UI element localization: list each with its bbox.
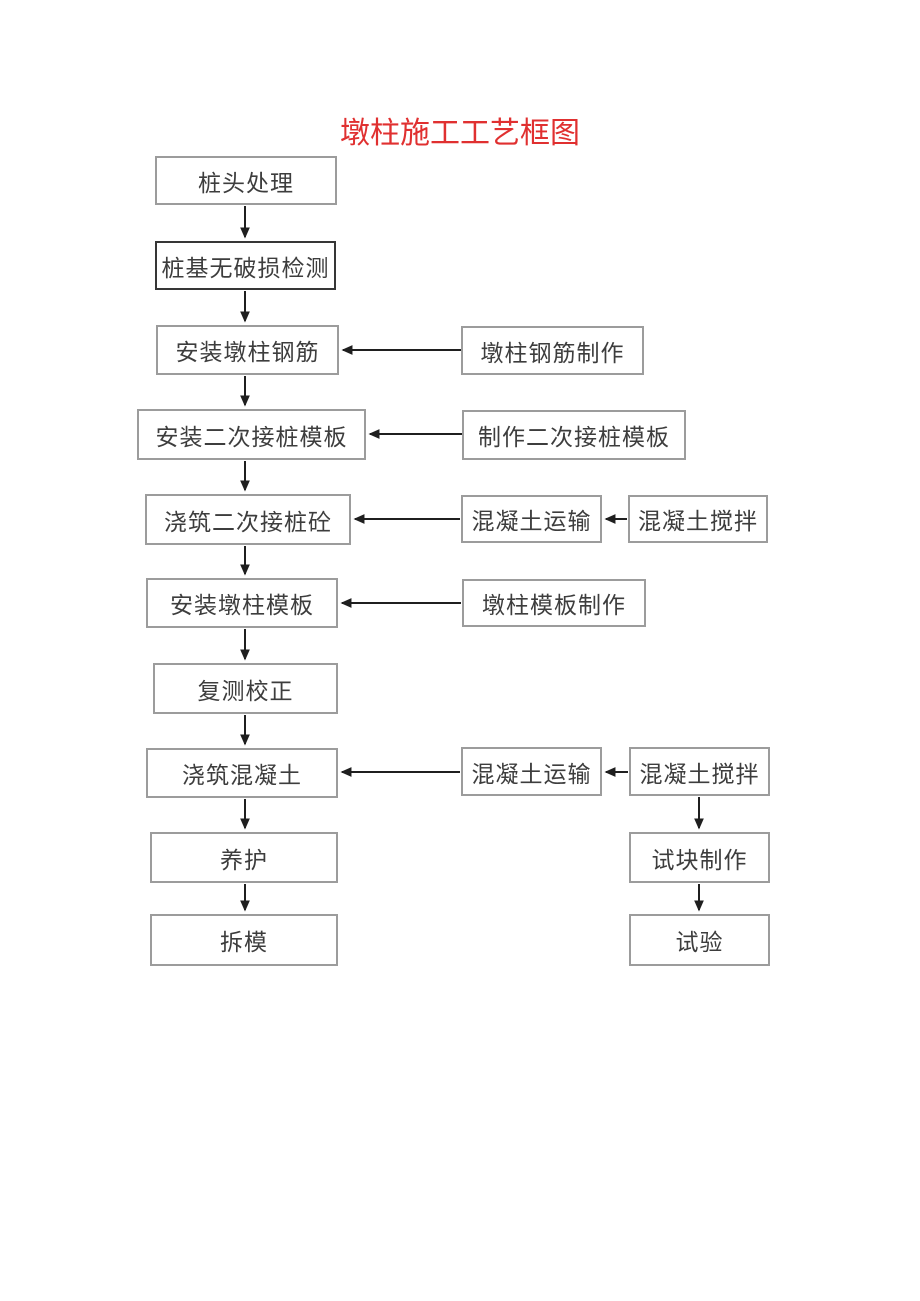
node-label: 试验 (675, 930, 724, 955)
flow-node-pour-concrete: 浇筑混凝土 (146, 748, 338, 798)
node-label: 桩基无破损检测 (161, 255, 330, 281)
flow-node-secondary-pile-formwork-fabrication: 制作二次接桩模板 (462, 410, 686, 460)
node-label: 混凝土搅拌 (639, 761, 760, 787)
flow-node-remove-formwork: 拆模 (150, 914, 338, 966)
node-label: 混凝土运输 (471, 761, 592, 787)
flow-node-concrete-mixing-1: 混凝土搅拌 (628, 495, 768, 543)
flow-node-concrete-transport-1: 混凝土运输 (461, 495, 602, 543)
flow-node-concrete-transport-2: 混凝土运输 (461, 747, 602, 796)
node-label: 试块制作 (651, 847, 748, 873)
flow-node-pile-nondestructive-test: 桩基无破损检测 (155, 241, 336, 290)
flow-node-recheck-correction: 复测校正 (153, 663, 338, 714)
flow-node-pour-secondary-pile-concrete: 浇筑二次接桩砼 (145, 494, 351, 545)
node-label: 浇筑二次接桩砼 (164, 509, 332, 535)
node-label: 混凝土搅拌 (638, 509, 758, 534)
node-label: 混凝土运输 (471, 509, 592, 534)
flow-node-testing: 试验 (629, 914, 770, 966)
flow-node-pile-head-treatment: 桩头处理 (155, 156, 337, 205)
flow-node-test-block-making: 试块制作 (629, 832, 770, 883)
node-label: 墩柱钢筋制作 (480, 340, 625, 366)
node-label: 养护 (220, 847, 268, 873)
flow-node-concrete-mixing-2: 混凝土搅拌 (629, 747, 770, 796)
flow-node-install-secondary-pile-formwork: 安装二次接桩模板 (137, 409, 366, 460)
node-label: 墩柱模板制作 (482, 593, 626, 618)
flow-node-install-pier-rebar: 安装墩柱钢筋 (156, 325, 339, 375)
flow-node-pier-formwork-fabrication: 墩柱模板制作 (462, 579, 646, 627)
flow-node-install-pier-formwork: 安装墩柱模板 (146, 578, 338, 628)
flow-node-pier-rebar-fabrication: 墩柱钢筋制作 (461, 326, 644, 375)
flow-node-curing: 养护 (150, 832, 338, 883)
node-label: 安装二次接桩模板 (155, 424, 348, 450)
diagram-title: 墩柱施工工艺框图 (340, 117, 580, 150)
node-label: 复测校正 (197, 678, 294, 704)
node-label: 拆模 (220, 930, 268, 955)
node-label: 制作二次接桩模板 (478, 425, 670, 450)
node-label: 安装墩柱钢筋 (175, 340, 320, 365)
node-label: 浇筑混凝土 (182, 763, 302, 788)
node-label: 安装墩柱模板 (170, 593, 314, 618)
node-label: 桩头处理 (198, 170, 294, 196)
